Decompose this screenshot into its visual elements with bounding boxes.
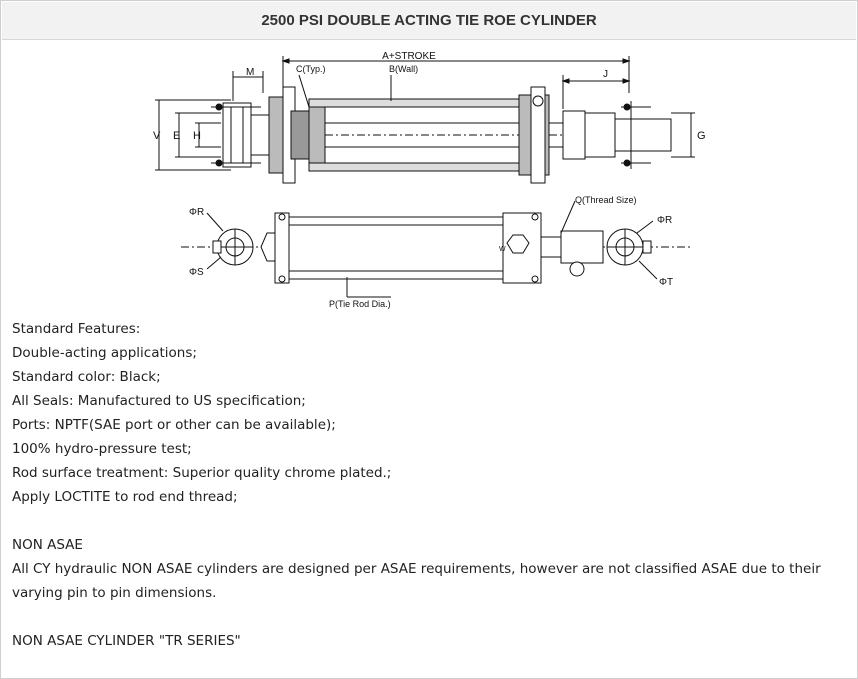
label-phi-r-left: ΦR — [189, 207, 204, 218]
label-g: G — [697, 130, 706, 142]
product-description: Standard Features: Double-acting applica… — [12, 317, 848, 653]
label-m: M — [246, 67, 254, 78]
label-j: J — [603, 69, 608, 80]
feature-line: Standard color: Black; — [12, 369, 161, 385]
label-v: V — [153, 130, 161, 142]
label-phi-t: ΦT — [659, 277, 673, 288]
label-q: Q(Thread Size) — [575, 195, 637, 205]
spacer — [12, 509, 848, 533]
cylinder-technical-drawing: A+STROKE M C(Typ.) B(Wall) J V E H G ΦR … — [153, 51, 706, 309]
page-title: 2500 PSI DOUBLE ACTING TIE ROE CYLINDER — [2, 2, 856, 40]
label-w: W — [499, 246, 506, 253]
feature-line: Double-acting applications; — [12, 345, 197, 361]
feature-line: Rod surface treatment: Superior quality … — [12, 465, 392, 481]
label-e: E — [173, 130, 180, 142]
label-c: C(Typ.) — [296, 64, 326, 74]
label-phi-s: ΦS — [189, 267, 204, 278]
feature-line: 100% hydro-pressure test; — [12, 441, 192, 457]
feature-line: All Seals: Manufactured to US specificat… — [12, 393, 306, 409]
label-h: H — [193, 130, 201, 142]
non-asae-description: All CY hydraulic NON ASAE cylinders are … — [12, 561, 821, 601]
spacer — [12, 605, 848, 629]
label-b: B(Wall) — [389, 64, 418, 74]
label-p: P(Tie Rod Dia.) — [329, 299, 391, 309]
series-title: NON ASAE CYLINDER "TR SERIES" — [12, 633, 241, 649]
non-asae-title: NON ASAE — [12, 537, 83, 553]
label-a-stroke: A+STROKE — [382, 51, 436, 62]
feature-line: Ports: NPTF(SAE port or other can be ava… — [12, 417, 336, 433]
feature-line: Standard Features: — [12, 321, 141, 337]
label-phi-r-right: ΦR — [657, 215, 672, 226]
feature-line: Apply LOCTITE to rod end thread; — [12, 489, 238, 505]
